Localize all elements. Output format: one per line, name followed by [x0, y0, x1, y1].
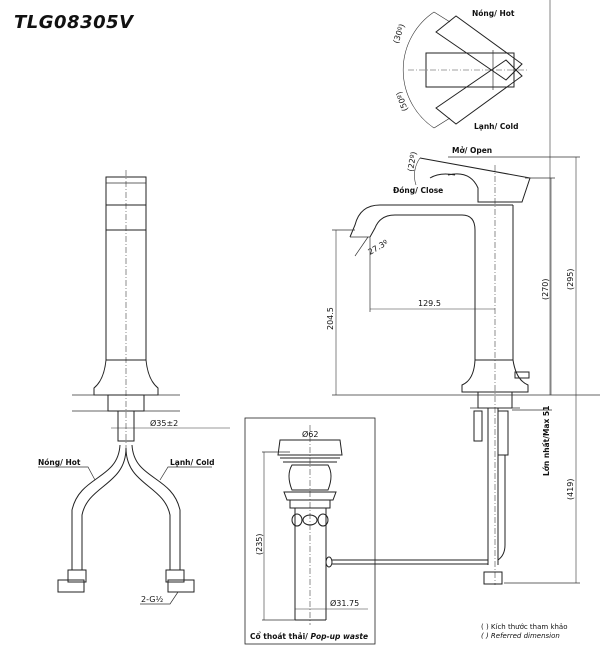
- total-height: (419): [566, 478, 575, 500]
- height-295: (295): [566, 268, 575, 290]
- legend-vn: ( ) Kích thước tham khảo: [481, 623, 568, 631]
- open-label: Mở/ Open: [452, 146, 492, 155]
- close-label: Đóng/ Close: [393, 186, 443, 195]
- front-cold-label: Lạnh/ Cold: [170, 458, 214, 467]
- height-270: (270): [541, 278, 550, 300]
- waste-caption: Cổ thoát thải/ Pop-up waste: [250, 632, 368, 641]
- thread-size: 2-G½: [141, 595, 163, 604]
- top-hot-label: Nóng/ Hot: [472, 9, 515, 18]
- max-label: Lớn nhất/Max 51: [542, 406, 551, 476]
- popup-waste-view: Ø62 (235) Ø31.75 Cổ thoát thải/ Pop-up w…: [244, 417, 488, 645]
- model-title: TLG08305V: [14, 12, 134, 33]
- handle-top-view: (30º) (50º) Nóng/ Hot Lạnh/ Cold: [391, 9, 528, 131]
- front-view: Ø35±2 Nóng/ Hot Lạnh/ Cold 2-G½: [38, 170, 230, 605]
- spout-reach: 129.5: [418, 299, 441, 308]
- spout-height: 204.5: [326, 307, 335, 330]
- handle-angle: (22º): [406, 151, 418, 172]
- waste-length: (235): [255, 533, 264, 555]
- top-cold-label: Lạnh/ Cold: [474, 122, 518, 131]
- waste-pipe-diameter: Ø31.75: [330, 598, 359, 608]
- hole-diameter: Ø35±2: [150, 418, 178, 428]
- angle-hot: (30º): [391, 23, 406, 45]
- front-hot-label: Nóng/ Hot: [38, 458, 81, 467]
- legend-en: ( ) Referred dimension: [481, 632, 560, 640]
- side-view: 27.3º 204.5 129.5 (22º) Mở/ Open Đóng/ C…: [326, 0, 600, 585]
- waste-top-diameter: Ø62: [302, 429, 318, 439]
